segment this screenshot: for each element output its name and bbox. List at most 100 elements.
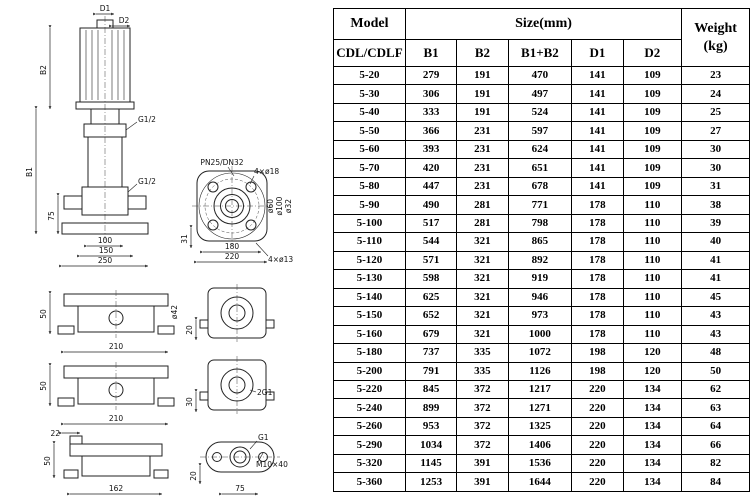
model-cell: 5-180 (333, 343, 406, 363)
value-cell: 321 (456, 287, 509, 308)
value-cell: 178 (571, 232, 624, 252)
value-cell: 919 (507, 269, 573, 289)
port-label-g12-top: G1/2 (138, 115, 156, 124)
dim-label-20a: 20 (185, 325, 194, 335)
value-cell: 1034 (404, 435, 458, 455)
value-cell: 110 (622, 232, 683, 252)
value-cell: 134 (622, 472, 683, 492)
dim-label-31: 31 (180, 234, 189, 244)
value-cell: 335 (456, 361, 509, 381)
value-cell: 109 (622, 139, 683, 160)
value-cell: 82 (681, 453, 750, 474)
value-cell: 198 (571, 343, 624, 363)
model-cell: 5-20 (333, 65, 406, 86)
value-cell: 391 (456, 453, 509, 474)
header-col-d2: D2 (622, 39, 683, 67)
value-cell: 141 (571, 158, 624, 178)
model-cell: 5-200 (333, 361, 406, 381)
value-cell: 30 (681, 158, 750, 178)
header-col-b1: B1 (404, 39, 458, 67)
value-cell: 198 (571, 361, 624, 381)
value-cell: 109 (622, 84, 683, 104)
dim-label-100: 100 (98, 236, 113, 245)
model-cell: 5-70 (333, 158, 406, 178)
value-cell: 1325 (507, 416, 573, 437)
model-cell: 5-360 (333, 472, 406, 492)
label-2g1: 2G1 (257, 388, 273, 397)
value-cell: 84 (681, 472, 750, 492)
value-cell: 220 (571, 453, 624, 474)
value-cell: 544 (404, 232, 458, 252)
dim-label-d1: D1 (100, 4, 111, 13)
value-cell: 447 (404, 176, 458, 197)
header-row-2: CDL/CDLF B1 B2 B1+B2 D1 D2 (333, 39, 750, 67)
value-cell: 109 (622, 102, 683, 123)
motor-fins (85, 30, 125, 100)
value-cell: 141 (571, 65, 624, 86)
pump-front-view: D1 D2 B2 B1 75 G1/2 G1/2 100 150 250 (25, 4, 156, 268)
value-cell: 134 (622, 379, 683, 400)
value-cell: 109 (622, 121, 683, 141)
value-cell: 110 (622, 250, 683, 271)
bracket-view-1: 50 210 ø42 (39, 290, 179, 354)
value-cell: 110 (622, 324, 683, 345)
value-cell: 191 (456, 102, 509, 123)
value-cell: 41 (681, 250, 750, 271)
value-cell: 109 (622, 158, 683, 178)
value-cell: 110 (622, 213, 683, 234)
value-cell: 865 (507, 232, 573, 252)
pump-technical-drawing: D1 D2 B2 B1 75 G1/2 G1/2 100 150 250 (0, 0, 333, 500)
value-cell: 624 (507, 139, 573, 160)
value-cell: 39 (681, 213, 750, 234)
dim-label-d42: ø42 (170, 305, 179, 319)
dim-label-180: 180 (225, 242, 240, 251)
value-cell: 321 (456, 324, 509, 345)
header-col-b2: B2 (456, 39, 509, 67)
value-cell: 43 (681, 324, 750, 345)
value-cell: 178 (571, 213, 624, 234)
value-cell: 220 (571, 416, 624, 437)
dim-label-30: 30 (185, 397, 194, 407)
value-cell: 737 (404, 343, 458, 363)
dim-label-b2: B2 (39, 65, 48, 75)
value-cell: 1271 (507, 398, 573, 418)
header-model: Model (333, 8, 406, 40)
header-col-d1: D1 (571, 39, 624, 67)
value-cell: 845 (404, 379, 458, 400)
dim-label-22: 22 (50, 429, 60, 438)
model-cell: 5-120 (333, 250, 406, 271)
value-cell: 141 (571, 102, 624, 123)
dim-label-150: 150 (99, 246, 114, 255)
model-cell: 5-110 (333, 232, 406, 252)
value-cell: 372 (456, 416, 509, 437)
dim-label-210b: 210 (109, 414, 124, 423)
value-cell: 651 (507, 158, 573, 178)
value-cell: 497 (507, 84, 573, 104)
value-cell: 220 (571, 472, 624, 492)
value-cell: 27 (681, 121, 750, 141)
value-cell: 120 (622, 343, 683, 363)
dim-label-250: 250 (98, 256, 113, 265)
dim-label-220: 220 (225, 252, 240, 261)
label-g1: G1 (258, 433, 269, 442)
oval-flange-view: G1 M10×40 20 75 (189, 433, 288, 496)
value-cell: 771 (507, 195, 573, 215)
value-cell: 679 (404, 324, 458, 345)
value-cell: 678 (507, 176, 573, 197)
value-cell: 109 (622, 65, 683, 86)
value-cell: 50 (681, 361, 750, 381)
value-cell: 625 (404, 287, 458, 308)
value-cell: 321 (456, 232, 509, 252)
value-cell: 48 (681, 343, 750, 363)
flange-label-4x18: 4×ø18 (254, 167, 279, 176)
